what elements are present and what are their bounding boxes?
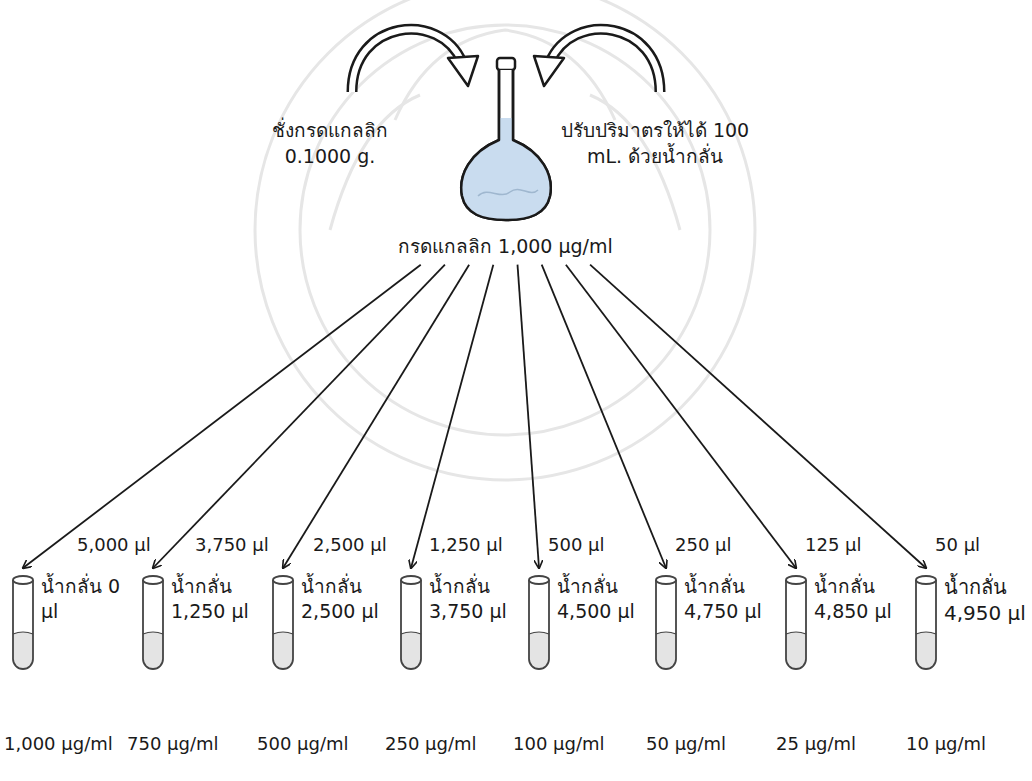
transfer-volume: 3,750 μl (193, 534, 271, 556)
tube-outline (10, 572, 36, 672)
dilution-arrow (542, 265, 666, 568)
test-tube: น้ำกลั่น 0 μl1,000 μg/ml (10, 572, 135, 767)
tube-outline (398, 572, 424, 672)
transfer-volume: 500 μl (546, 534, 607, 556)
step-note: ปรับปริมาตรให้ได้ 100 mL. ด้วยน้ำกลั่น (560, 118, 750, 169)
dilution-arrow (518, 265, 539, 568)
dilution-arrow (153, 265, 445, 568)
concentration: 250 μg/ml (385, 732, 477, 755)
stock-solution: กรดแกลลิก 1,000 μg/ml (394, 232, 617, 261)
concentration: 500 μg/ml (257, 732, 349, 755)
tube-outline (913, 572, 939, 672)
transfer-volume: 5,000 μl (75, 534, 153, 556)
water-volume: น้ำกลั่น 4,750 μl (684, 574, 772, 623)
concentration: 25 μg/ml (776, 732, 856, 755)
tube-outline (140, 572, 166, 672)
transfer-volume: 50 μl (933, 534, 982, 556)
water-volume: น้ำกลั่น 2,500 μl (301, 574, 389, 623)
dilution-arrow (23, 265, 421, 568)
step-note: ชั่งกรดแกลลิก 0.1000 g. (255, 118, 405, 169)
solution-label: กรดแกลลิก 1,000 μg/ml (394, 232, 617, 261)
water-volume: น้ำกลั่น 3,750 μl (429, 574, 517, 623)
test-tube: น้ำกลั่น 4,750 μl50 μg/ml (653, 572, 778, 767)
water-volume: น้ำกลั่น 1,250 μl (171, 574, 259, 623)
concentration: 1,000 μg/ml (4, 732, 113, 755)
transfer-volume: 2,500 μl (311, 534, 389, 556)
curved-arrow (352, 29, 478, 92)
curved-arrow (534, 29, 660, 92)
test-tube: น้ำกลั่น 4,950 μl10 μg/ml (913, 572, 1032, 767)
concentration: 100 μg/ml (513, 732, 605, 755)
tube-outline (653, 572, 679, 672)
test-tube: น้ำกลั่น 2,500 μl500 μg/ml (270, 572, 395, 767)
test-tube: น้ำกลั่น 1,250 μl750 μg/ml (140, 572, 265, 767)
test-tube: น้ำกลั่น 4,850 μl25 μg/ml (783, 572, 908, 767)
water-volume: น้ำกลั่น 0 μl (41, 574, 129, 623)
water-volume: น้ำกลั่น 4,850 μl (814, 574, 902, 623)
concentration: 50 μg/ml (646, 732, 726, 755)
concentration: 10 μg/ml (906, 732, 986, 755)
tube-outline (526, 572, 552, 672)
transfer-volume: 250 μl (673, 534, 734, 556)
water-volume: น้ำกลั่น 4,950 μl (944, 574, 1032, 626)
transfer-volume: 125 μl (803, 534, 864, 556)
test-tube: น้ำกลั่น 4,500 μl100 μg/ml (526, 572, 651, 767)
dilution-arrow (566, 265, 796, 568)
dilution-arrow (590, 265, 926, 568)
dilution-arrow (283, 265, 469, 568)
tube-outline (783, 572, 809, 672)
concentration: 750 μg/ml (127, 732, 219, 755)
test-tube: น้ำกลั่น 3,750 μl250 μg/ml (398, 572, 523, 767)
tube-outline (270, 572, 296, 672)
volumetric-flask (461, 58, 550, 220)
water-volume: น้ำกลั่น 4,500 μl (557, 574, 645, 623)
watermark-seal (255, 0, 755, 480)
transfer-volume: 1,250 μl (427, 534, 505, 556)
dilution-arrow (411, 265, 493, 568)
